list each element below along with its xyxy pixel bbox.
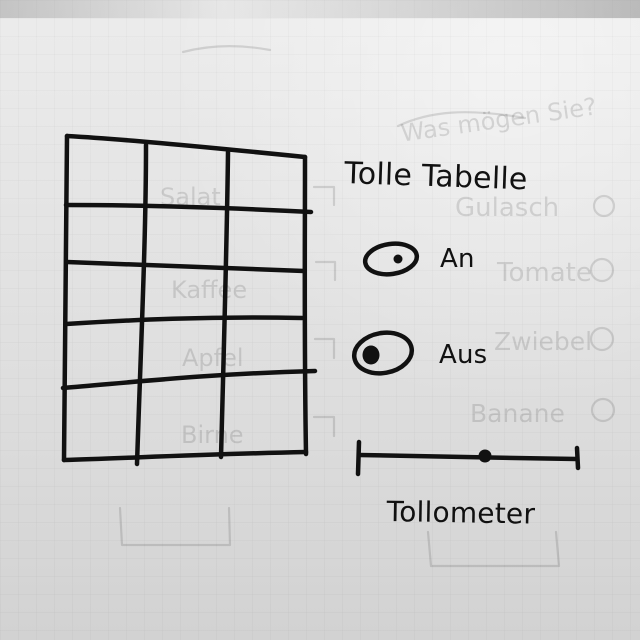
slider-right-end	[574, 445, 581, 471]
radio-option-aus	[351, 330, 415, 376]
sketch-table	[60, 133, 318, 467]
bleed-through-text-2: Gulasch	[455, 193, 560, 223]
radio-option-an-label: An	[440, 244, 475, 274]
tollometer-label: Tollometer	[386, 495, 536, 531]
sketch-title: Tolle Tabelle	[343, 156, 529, 198]
slider-handle	[478, 449, 492, 463]
table-outline-top	[64, 133, 308, 160]
table-row-divider-3	[63, 315, 305, 327]
radio-option-aus-label: Aus	[439, 340, 488, 370]
tollometer-slider	[355, 439, 581, 477]
radio-an-circle	[362, 241, 420, 277]
table-outline-bottom	[61, 449, 309, 463]
table-column-divider-1	[134, 142, 149, 467]
slider-track	[356, 452, 580, 462]
bleed-through-text-4: Zwiebel	[494, 327, 593, 356]
radio-option-an	[362, 241, 420, 277]
table-row-divider-1	[63, 202, 314, 215]
bleed-through-text-3: Tomate	[497, 258, 592, 288]
table-column-divider-2	[218, 149, 231, 460]
bleed-through-text-7: Kaffee	[171, 276, 248, 304]
slider-left-end	[355, 439, 362, 477]
table-outline-right	[302, 154, 309, 457]
table-outline-left	[61, 133, 70, 463]
bleed-through-text-8: Apfel	[182, 344, 244, 372]
bleed-through-text-5: Banane	[470, 399, 565, 428]
radio-aus-dot	[362, 345, 380, 365]
page-shadow-strip	[0, 0, 640, 18]
table-row-divider-2	[64, 259, 307, 274]
bleed-through-ghost-marks	[118, 44, 616, 568]
radio-aus-circle	[351, 330, 415, 376]
table-row-divider-4	[60, 368, 318, 391]
radio-an-dot	[393, 254, 403, 264]
bleed-through-text-9: Birne	[181, 421, 244, 449]
